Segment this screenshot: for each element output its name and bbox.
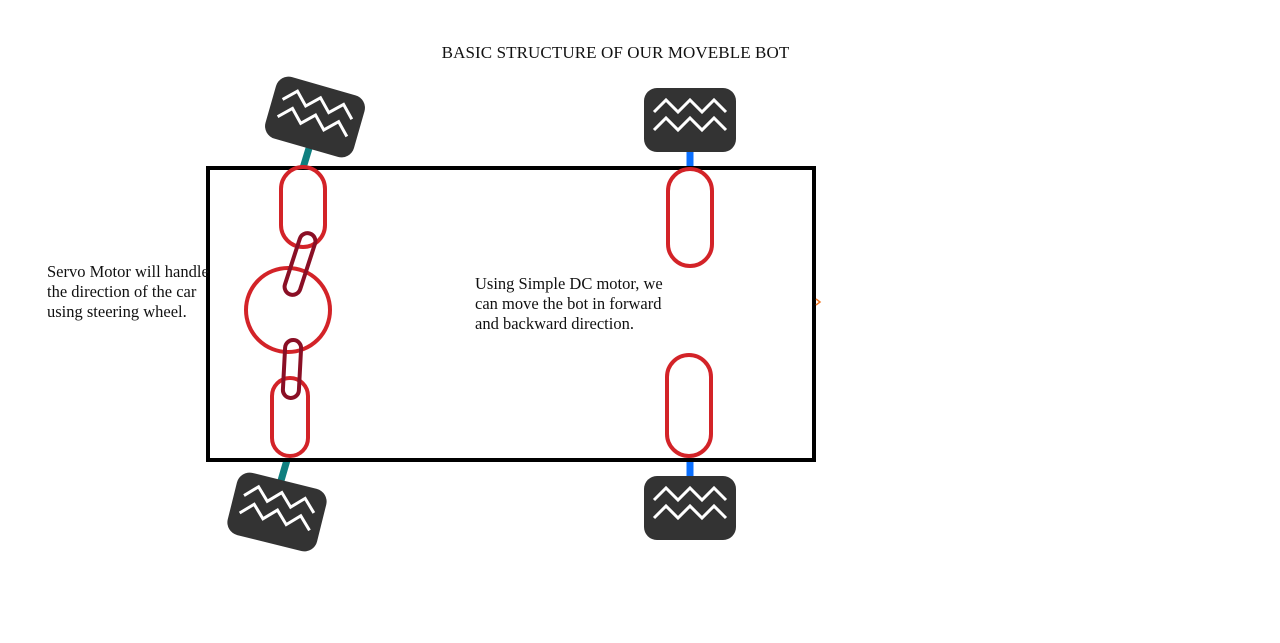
lower-steering-link xyxy=(280,338,304,400)
dc-motor-bottom xyxy=(665,353,713,458)
diagram-title: BASIC STRUCTURE OF OUR MOVEBLE BOT xyxy=(441,43,790,62)
steering-wheel-icon xyxy=(244,266,332,354)
chassis-frame xyxy=(206,166,816,462)
dc-motor-note: Using Simple DC motor, we can move the b… xyxy=(475,274,663,333)
servo-motor-note: Servo Motor will handle the direction of… xyxy=(47,262,209,321)
rear-bottom-wheel-icon xyxy=(642,474,738,542)
accent-mark xyxy=(815,298,822,306)
rear-top-wheel-icon xyxy=(642,86,738,154)
upper-steering-link xyxy=(282,231,318,297)
front-bottom-motor xyxy=(270,376,310,458)
dc-motor-top xyxy=(666,167,714,268)
front-bottom-wheel-icon xyxy=(223,468,331,556)
front-top-axle xyxy=(299,143,314,170)
front-top-wheel-icon xyxy=(260,72,370,162)
front-bottom-axle xyxy=(276,459,291,485)
front-top-motor xyxy=(279,165,327,249)
